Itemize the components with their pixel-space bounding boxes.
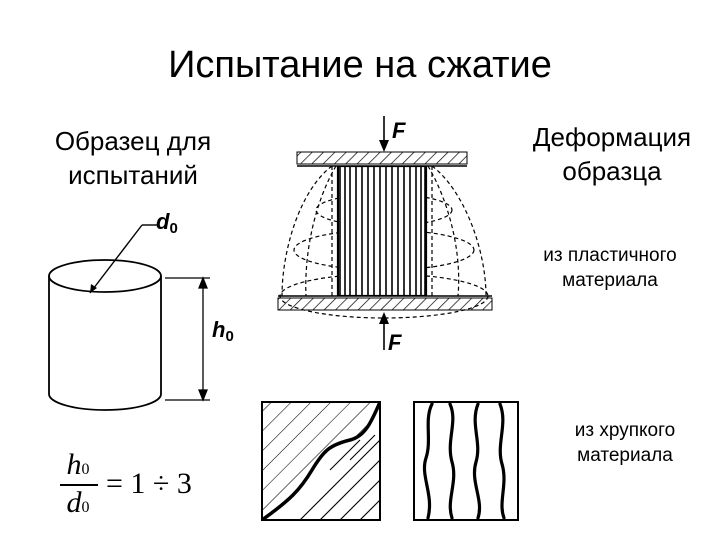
plastic-material-label: из пластичного материала [510,243,710,293]
specimen-heading-line2: испытаний [68,160,198,190]
brittle-label-line2: материала [577,445,673,466]
brittle-label-line1: из хрупкого [574,420,676,441]
top-press-plate [296,151,468,167]
cylinder-bottom-arc [48,393,162,411]
brittle-material-label: из хрупкого материала [540,418,710,468]
deformation-heading-line1: Деформация [532,122,692,152]
plastic-label-line1: из пластичного [543,245,677,266]
formula-denominator: d0 [66,486,90,519]
d0-letter: d [156,209,170,234]
plastic-label-line2: материала [562,270,658,291]
fraction-bar [60,484,98,486]
specimen-under-load [336,166,428,296]
top-force-label: F [392,118,406,143]
specimen-heading-line1: Образец для [54,126,212,156]
bottom-press-plate [277,295,493,311]
formula-rhs: = 1 ÷ 3 [106,467,192,500]
bottom-force-label: F [388,330,402,355]
d0-label: d0 [156,209,178,237]
d0-arrowhead [90,284,97,293]
deformation-heading-line2: образца [562,156,662,186]
h0-letter: h [212,317,226,342]
deformation-heading: Деформация образца [502,120,720,188]
page-title: Испытание на сжатие [168,44,552,86]
brittle-longitudinal-cracks [413,401,519,521]
h0-dimension [165,276,210,402]
brittle-shear-fracture [261,401,381,521]
specimen-cylinder [48,259,162,411]
cylinder-top-ellipse [48,259,162,293]
top-force-arrow [379,116,389,152]
d0-subscript: 0 [169,220,178,237]
specimen-heading: Образец для испытаний [28,124,238,192]
formula-numerator: h0 [66,448,90,481]
h0-label: h0 [212,317,234,345]
h0-subscript: 0 [225,328,234,345]
d0-leader-line [89,224,143,294]
bottom-force-arrow [379,312,389,350]
